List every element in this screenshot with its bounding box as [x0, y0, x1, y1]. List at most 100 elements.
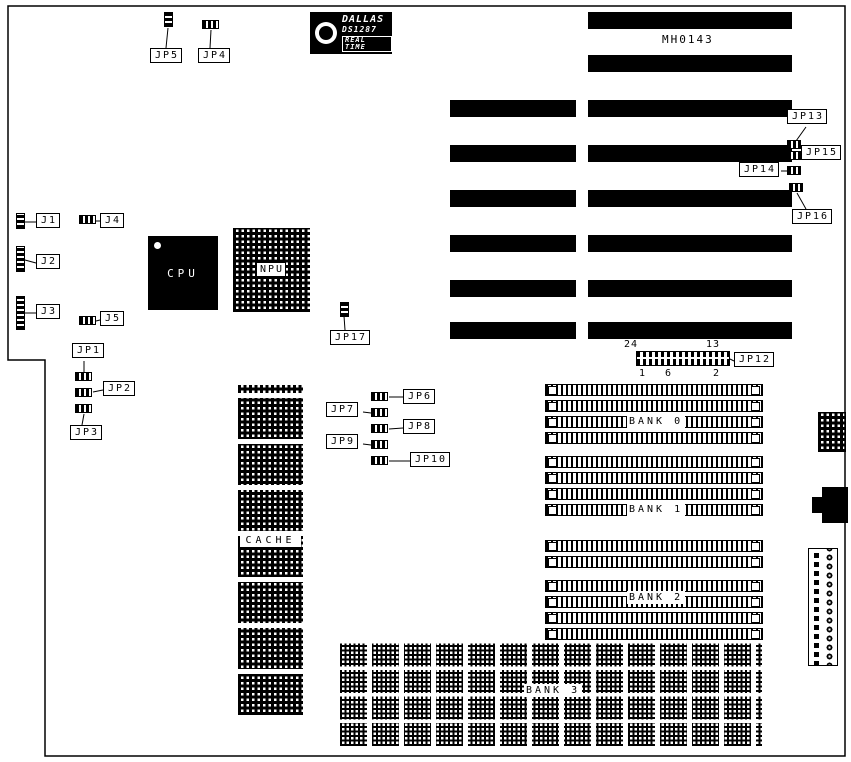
expansion-slot [588, 145, 792, 162]
bank3-label: BANK 3 [524, 684, 583, 697]
connector-j3-icon [16, 296, 25, 330]
pin-number-2: 2 [713, 368, 721, 379]
callout-line [388, 427, 404, 430]
rtc-chip: DALLAS DS1287 REAL TIME [310, 12, 392, 54]
jp12-pin-header [636, 351, 730, 366]
callout-line [362, 443, 372, 446]
label-jp10: JP10 [410, 452, 451, 467]
jumper-jp2-icon [75, 388, 92, 397]
cache-chip-field [238, 385, 303, 715]
callout-line [165, 27, 169, 49]
label-jp5: JP5 [150, 48, 183, 63]
jumper-jp5-icon [164, 12, 173, 27]
jumper-jp13-icon [787, 140, 801, 149]
pin-number-6: 6 [665, 368, 673, 379]
jumper-jp16-icon [789, 183, 803, 192]
expansion-slot [588, 322, 792, 339]
callout-line [729, 358, 735, 362]
label-j2: J2 [36, 254, 61, 269]
pin-number-13: 13 [706, 339, 721, 350]
expansion-slot [588, 190, 792, 207]
simm-socket [545, 432, 763, 444]
connector-j5-icon [79, 316, 96, 325]
rtc-part: DS1287 [342, 24, 377, 34]
rtc-chip-text: DALLAS DS1287 REAL TIME [342, 14, 392, 52]
label-jp1: JP1 [72, 343, 105, 358]
callout-line [796, 192, 807, 210]
jumper-jp6-icon [371, 392, 388, 401]
label-jp3: JP3 [70, 425, 103, 440]
label-jp6: JP6 [403, 389, 436, 404]
label-j3: J3 [36, 304, 61, 319]
callout-line [81, 413, 85, 426]
connector-j1-icon [16, 213, 25, 229]
expansion-slot [450, 145, 576, 162]
label-jp2: JP2 [103, 381, 136, 396]
expansion-slot [588, 55, 792, 72]
callout-line [92, 389, 104, 393]
jumper-jp8-icon [371, 424, 388, 433]
simm-socket [545, 384, 763, 396]
label-jp15: JP15 [801, 145, 842, 160]
jumper-jp4-icon [202, 20, 219, 29]
expansion-slot [588, 100, 792, 117]
expansion-slot [588, 280, 792, 297]
callout-lines [24, 27, 807, 462]
expansion-slot [450, 235, 576, 252]
simm-socket [545, 612, 763, 624]
jumper-jp1-icon [75, 372, 92, 381]
label-jp9: JP9 [326, 434, 359, 449]
power-connector [808, 548, 838, 666]
callout-line [795, 126, 807, 142]
cache-label: CACHE [240, 534, 301, 547]
expansion-slot [450, 280, 576, 297]
bank1-label: BANK 1 [627, 503, 686, 516]
label-jp12: JP12 [734, 352, 775, 367]
label-j4: J4 [100, 213, 125, 228]
expansion-slot [450, 100, 576, 117]
simm-socket [545, 400, 763, 412]
label-jp17: JP17 [330, 330, 371, 345]
callout-line [362, 411, 372, 414]
callout-line [95, 319, 101, 322]
jumper-jp10-icon [371, 456, 388, 465]
jumper-jp17-icon [340, 302, 349, 317]
jumper-jp9-icon [371, 440, 388, 449]
simm-socket [545, 456, 763, 468]
simm-socket [545, 556, 763, 568]
expansion-slot [450, 322, 576, 339]
board-outline [7, 5, 846, 757]
cpu-label: CPU [167, 266, 199, 280]
jumper-jp3-icon [75, 404, 92, 413]
connector-j2-icon [16, 246, 25, 272]
npu-label: NPU [256, 262, 287, 277]
jumper-jp7-icon [371, 408, 388, 417]
label-jp7: JP7 [326, 402, 359, 417]
label-jp13: JP13 [787, 109, 828, 124]
bank2-label: BANK 2 [627, 591, 686, 604]
keyboard-connector-tab [812, 497, 822, 513]
connector-grid [818, 412, 846, 452]
simm-socket [545, 540, 763, 552]
connector-j4-icon [79, 215, 96, 224]
label-jp14: JP14 [739, 162, 780, 177]
board-model: MH0143 [662, 33, 714, 46]
callout-line [209, 29, 212, 49]
jumper-jp15-icon [787, 151, 801, 160]
cpu-chip: CPU [148, 236, 218, 310]
cpu-pin1-dot [154, 242, 161, 249]
simm-socket [545, 488, 763, 500]
simm-socket [545, 628, 763, 640]
expansion-slot [450, 190, 576, 207]
label-jp4: JP4 [198, 48, 231, 63]
rtc-type: REAL TIME [342, 35, 392, 52]
label-jp16: JP16 [792, 209, 833, 224]
label-j1: J1 [36, 213, 61, 228]
jumper-jp14-icon [787, 166, 801, 175]
expansion-slot [588, 235, 792, 252]
pin-number-24: 24 [624, 339, 639, 350]
dallas-logo-icon [315, 22, 337, 44]
keyboard-connector [822, 487, 848, 523]
